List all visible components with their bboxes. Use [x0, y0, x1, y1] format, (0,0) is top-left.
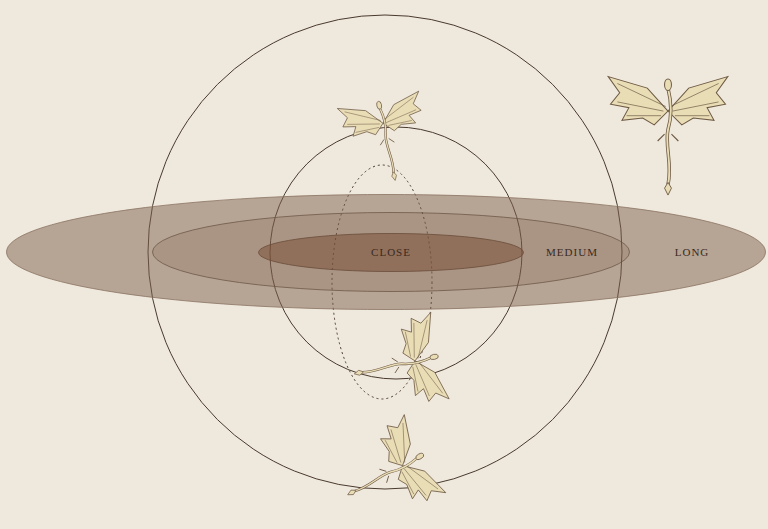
- dragon: [345, 312, 449, 417]
- range-band: MEDIUM CLOSE: [152, 212, 630, 292]
- range-label: MEDIUM: [546, 247, 598, 258]
- range-label: CLOSE: [371, 247, 411, 258]
- range-label: LONG: [675, 247, 710, 258]
- dragon: [608, 77, 728, 195]
- dragon: [327, 415, 446, 529]
- range-band: LONG MEDIUM CLOSE: [6, 194, 766, 310]
- dragon: [337, 91, 436, 189]
- range-band: CLOSE: [258, 233, 524, 272]
